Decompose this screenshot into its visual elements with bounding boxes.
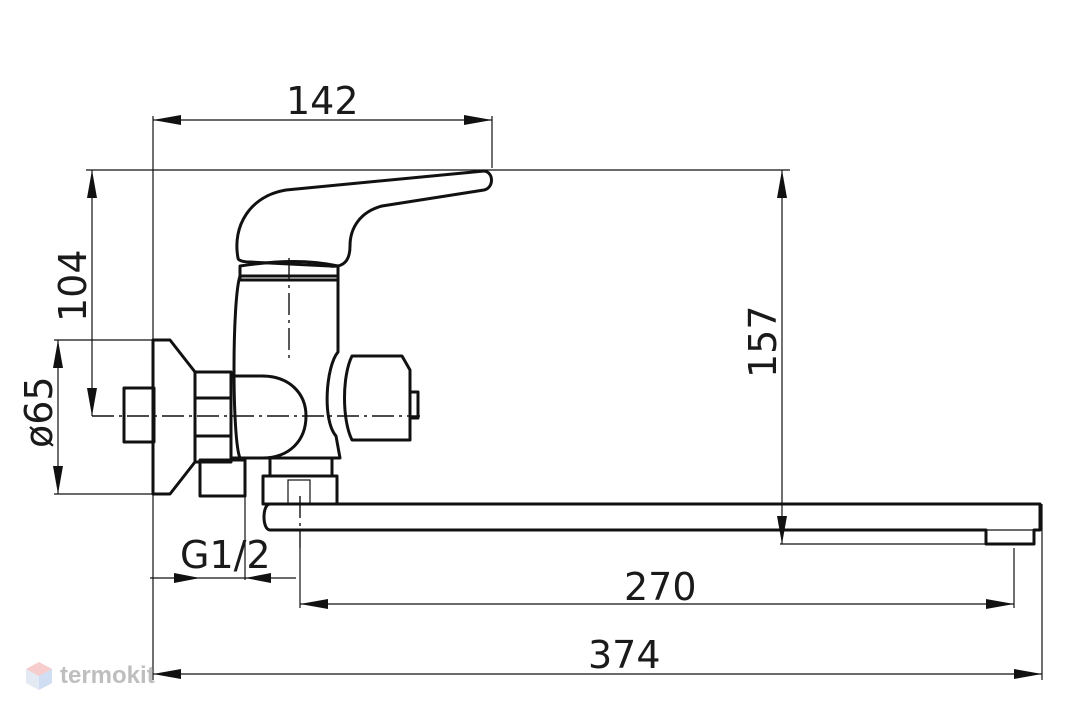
eccentric-connector xyxy=(198,458,247,498)
extension-lines xyxy=(54,116,1043,680)
spout-connector xyxy=(268,456,334,478)
dim-label-104: 104 xyxy=(51,249,95,322)
dim-label-g12: G1/2 xyxy=(180,533,271,577)
dimension-g12: G1/2 xyxy=(150,533,296,583)
lever-handle xyxy=(235,169,493,268)
watermark-text: termokit xyxy=(60,662,155,689)
dimension-270: 270 xyxy=(300,565,1014,609)
dim-label-65: ø65 xyxy=(17,376,61,448)
cartridge-housing xyxy=(232,274,342,460)
dimension-157: 157 xyxy=(741,170,787,544)
dim-label-270: 270 xyxy=(624,565,697,609)
wall-pipe-stub xyxy=(122,386,156,444)
dim-label-142: 142 xyxy=(286,79,359,123)
hex-nut xyxy=(193,370,233,464)
dimension-65: ø65 xyxy=(17,340,63,494)
dimension-374: 374 xyxy=(153,633,1042,679)
center-lines xyxy=(92,258,420,548)
mixer-body-round xyxy=(231,374,308,460)
dimension-104: 104 xyxy=(51,170,97,416)
dimension-142: 142 xyxy=(153,79,492,125)
spout-nut-inner xyxy=(287,479,311,505)
wall-flange xyxy=(151,338,197,496)
dim-label-157: 157 xyxy=(741,305,785,378)
faucet-body xyxy=(122,169,1042,546)
diverter-knob xyxy=(343,354,420,442)
watermark: termokit xyxy=(24,660,155,692)
spout xyxy=(262,502,1042,546)
dim-label-374: 374 xyxy=(588,633,661,677)
termokit-logo-icon xyxy=(26,662,52,690)
